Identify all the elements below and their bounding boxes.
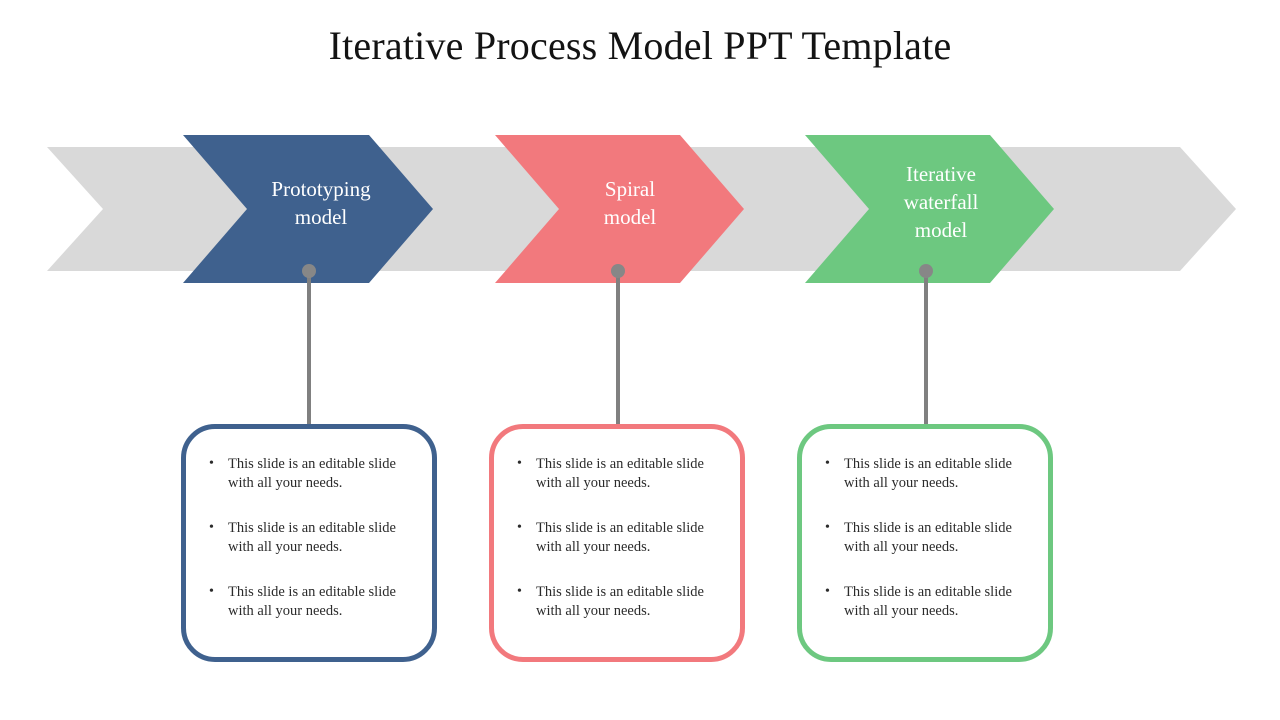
list-item: This slide is an editable slide with all… <box>820 518 1032 557</box>
bullet-list: This slide is an editable slide with all… <box>820 454 1032 621</box>
connector-dot-spiral-model <box>611 264 625 278</box>
connector-line-prototyping-model <box>307 270 311 430</box>
connector-line-spiral-model <box>616 270 620 430</box>
list-item: This slide is an editable slide with all… <box>512 454 724 493</box>
connector-dot-prototyping-model <box>302 264 316 278</box>
list-item: This slide is an editable slide with all… <box>512 518 724 557</box>
bullet-list: This slide is an editable slide with all… <box>512 454 724 621</box>
connector-line-iterative-waterfall-model <box>924 270 928 430</box>
list-item: This slide is an editable slide with all… <box>820 582 1032 621</box>
detail-card-prototyping-model[interactable]: This slide is an editable slide with all… <box>181 424 437 662</box>
page-title: Iterative Process Model PPT Template <box>328 23 952 68</box>
list-item: This slide is an editable slide with all… <box>512 582 724 621</box>
process-step-shape-prototyping-model[interactable] <box>183 135 433 283</box>
detail-card-iterative-waterfall-model[interactable]: This slide is an editable slide with all… <box>797 424 1053 662</box>
process-band-graphic <box>47 135 1236 283</box>
process-band <box>0 120 1280 300</box>
bullet-list: This slide is an editable slide with all… <box>204 454 416 621</box>
list-item: This slide is an editable slide with all… <box>204 582 416 621</box>
list-item: This slide is an editable slide with all… <box>204 454 416 493</box>
detail-card-spiral-model[interactable]: This slide is an editable slide with all… <box>489 424 745 662</box>
connector-dot-iterative-waterfall-model <box>919 264 933 278</box>
list-item: This slide is an editable slide with all… <box>204 518 416 557</box>
list-item: This slide is an editable slide with all… <box>820 454 1032 493</box>
process-step-shape-iterative-waterfall-model[interactable] <box>805 135 1054 283</box>
process-step-shape-spiral-model[interactable] <box>495 135 744 283</box>
